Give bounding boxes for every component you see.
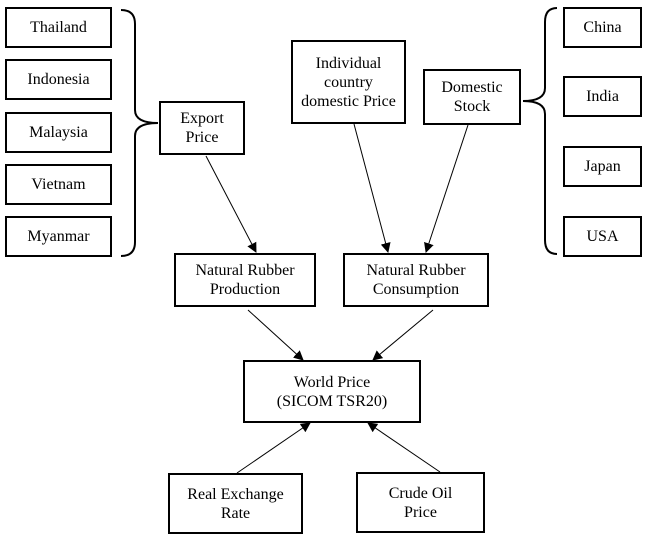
arrow-stock-to-consumption <box>424 124 469 253</box>
producer-thailand: Thailand <box>5 7 112 48</box>
node-world-price: World Price (SICOM TSR20) <box>243 360 421 423</box>
node-domestic-stock: Domestic Stock <box>423 69 521 125</box>
producer-vietnam: Vietnam <box>5 164 112 205</box>
arrow-oil-to-world <box>367 422 441 473</box>
arrow-consumption-to-world <box>372 309 434 361</box>
consumer-india: India <box>563 76 642 117</box>
node-natural-rubber-consumption: Natural Rubber Consumption <box>343 253 489 307</box>
producer-bracket <box>120 9 159 257</box>
consumer-bracket <box>522 7 558 255</box>
node-export-price: Export Price <box>159 101 245 155</box>
arrow-export-to-production <box>205 155 257 253</box>
node-natural-rubber-production: Natural Rubber Production <box>174 253 316 307</box>
node-crude-oil-price: Crude Oil Price <box>356 472 485 533</box>
arrow-production-to-world <box>247 309 304 361</box>
producer-myanmar: Myanmar <box>5 216 112 257</box>
node-real-exchange-rate: Real Exchange Rate <box>168 473 303 534</box>
arrow-individual-to-consumption <box>353 123 391 253</box>
node-individual-country-price: Individual country domestic Price <box>291 40 406 124</box>
consumer-china: China <box>563 7 642 48</box>
producer-indonesia: Indonesia <box>5 59 112 100</box>
consumer-usa: USA <box>563 216 642 257</box>
consumer-japan: Japan <box>563 146 642 187</box>
producer-malaysia: Malaysia <box>5 112 112 153</box>
arrow-exchange-to-world <box>236 422 311 474</box>
